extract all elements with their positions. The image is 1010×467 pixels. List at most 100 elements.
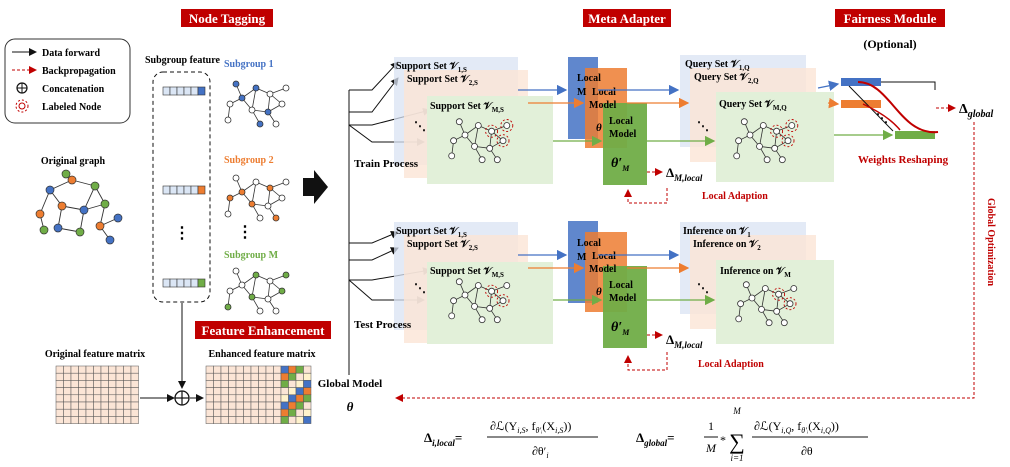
inference-2-label: Inference on 𝒱2 — [693, 239, 761, 252]
feature-vector — [162, 278, 206, 288]
query-dots: ⋱ — [697, 119, 709, 133]
subgroup-m-graph — [224, 267, 290, 315]
svg-text:Δglobal=: Δglobal= — [636, 430, 675, 448]
subgroup-feature-box — [152, 71, 211, 303]
graph-node-group — [733, 118, 799, 164]
graph-node-group — [224, 80, 290, 128]
subgroup-1-graph — [224, 80, 290, 128]
query-set-2-label: Query Set 𝒱2,Q — [694, 72, 759, 85]
local-adaption-loop-train — [624, 188, 668, 204]
train-graphs — [448, 118, 799, 164]
svg-text:∑: ∑ — [729, 429, 745, 454]
local-model-2-theta: θ — [596, 122, 602, 134]
test-local-2-text: Local — [592, 251, 616, 262]
meta-adapter-title: Meta Adapter — [583, 9, 671, 27]
node-tagging-title: Node Tagging — [181, 9, 273, 27]
local-update-formula: Δi,local= ∂ℒ(Yi,S, fθ′ᵢ(Xi,S)) ∂θ′i — [424, 419, 598, 460]
theta-m-test: θ′M — [611, 320, 630, 337]
graph-node-group — [735, 281, 798, 327]
global-model-label: Global Model — [318, 378, 382, 390]
test-dots: ⋱ — [414, 281, 426, 295]
global-update-formula: Δglobal= 1 M * M ∑ i=1 ∂ℒ(Yi,Q, fθ′ᵢ(Xi,… — [636, 406, 868, 463]
query-set-m-card — [716, 92, 834, 182]
support-set-2-label: Support Set 𝒱2,S — [407, 74, 478, 87]
query-set-m-label: Query Set 𝒱M,Q — [719, 99, 787, 112]
weights-reshaping-label: Weights Reshaping — [858, 154, 949, 166]
feature-enhancement-title: Feature Enhancement — [195, 321, 331, 339]
test-local-1-text-2: M — [577, 252, 587, 263]
graph-node-group — [448, 118, 514, 164]
original-graph — [35, 169, 123, 245]
test-process-label: Test Process — [354, 319, 412, 331]
svg-text:∂ℒ(Yi,S, fθ′ᵢ(Xi,S)): ∂ℒ(Yi,S, fθ′ᵢ(Xi,S)) — [490, 419, 571, 435]
svg-text:Meta Adapter: Meta Adapter — [588, 11, 666, 26]
local-model-1-text-2: M — [577, 87, 587, 98]
svg-text:Δi,local=: Δi,local= — [424, 430, 462, 448]
legend: Data forward Backpropagation Concatenati… — [4, 38, 131, 124]
weights-reshaping-graphic: ⋱ — [841, 78, 939, 139]
subgroup-1-label: Subgroup 1 — [224, 59, 274, 70]
local-model-m-text: Local — [609, 116, 633, 127]
test-support-m-label: Support Set 𝒱M,S — [430, 266, 504, 279]
query-1-to-fairness-arrow — [817, 80, 840, 91]
theta-m-train: θ′M — [611, 156, 630, 173]
test-local-m-text-2: Model — [609, 293, 636, 304]
enhanced-feature-matrix-label: Enhanced feature matrix — [208, 349, 315, 360]
vector-ellipsis: ⋮ — [174, 225, 190, 242]
svg-text:∂θ′i: ∂θ′i — [532, 444, 549, 460]
local-adaption-label-test: Local Adaption — [698, 359, 764, 370]
feature-vector — [162, 185, 206, 195]
svg-text:Fairness Module: Fairness Module — [844, 11, 937, 26]
support-set-m-label: Support Set 𝒱M,S — [430, 101, 504, 114]
concat-legend-icon — [16, 82, 28, 94]
inference-dots: ⋱ — [697, 281, 709, 295]
test-local-m-box — [603, 266, 647, 348]
feature-vector — [162, 86, 206, 96]
labeled-node-legend-icon — [15, 99, 29, 113]
support-set-m-card — [427, 96, 553, 184]
inference-1-label: Inference on 𝒱1 — [683, 226, 751, 239]
test-support-1-label: Support Set 𝒱1,S — [396, 226, 467, 239]
legend-labeled-node: Labeled Node — [42, 102, 102, 113]
local-adaption-label-train: Local Adaption — [702, 191, 768, 202]
test-local-m-text: Local — [609, 280, 633, 291]
svg-text:M: M — [705, 441, 717, 455]
support-set-1-label: Support Set 𝒱1,S — [396, 61, 467, 74]
delta-global: Δglobal — [959, 102, 994, 120]
test-process — [394, 221, 834, 348]
svg-text:Node Tagging: Node Tagging — [189, 11, 266, 26]
local-model-m-box — [603, 103, 647, 185]
subgroup-2-label: Subgroup 2 — [224, 155, 274, 166]
legend-data-forward: Data forward — [42, 48, 100, 59]
fairness-module-title: Fairness Module — [835, 9, 945, 27]
subgroup-feature-label: Subgroup feature — [145, 55, 220, 66]
delta-local-test: ΔM,local — [666, 332, 703, 350]
local-model-1-text: Local — [577, 73, 601, 84]
train-process — [394, 55, 834, 185]
svg-text:∂θ: ∂θ — [801, 444, 813, 458]
test-graphs — [448, 278, 798, 327]
subgroup-vectors — [162, 86, 206, 288]
test-support-2-label: Support Set 𝒱2,S — [407, 239, 478, 252]
global-optimization-label: Global Optimization — [985, 198, 996, 287]
train-process-label: Train Process — [354, 158, 419, 170]
svg-text:M: M — [732, 406, 741, 416]
svg-text:⋱: ⋱ — [876, 111, 888, 125]
subgroup-m-label: Subgroup M — [224, 250, 279, 261]
local-model-2-text-2: Model — [589, 100, 616, 111]
inference-m-label: Inference on 𝒱M — [720, 266, 791, 279]
test-local-2-theta: θ — [596, 286, 602, 298]
original-feature-matrix — [55, 365, 139, 424]
svg-text:Feature Enhancement: Feature Enhancement — [202, 323, 326, 338]
graph-ellipsis: ⋮ — [237, 224, 253, 241]
graph-node-group — [224, 174, 290, 222]
query-2-to-fairness-arrow — [827, 97, 840, 109]
subgroup-2-graph — [224, 174, 290, 222]
graph-node-group — [448, 278, 511, 324]
local-adaption-loop-test — [624, 352, 668, 371]
test-local-2-text-2: Model — [589, 264, 616, 275]
global-optimization-arrow — [395, 122, 975, 402]
legend-concatenation: Concatenation — [42, 84, 105, 95]
concatenation-icon — [174, 390, 190, 406]
